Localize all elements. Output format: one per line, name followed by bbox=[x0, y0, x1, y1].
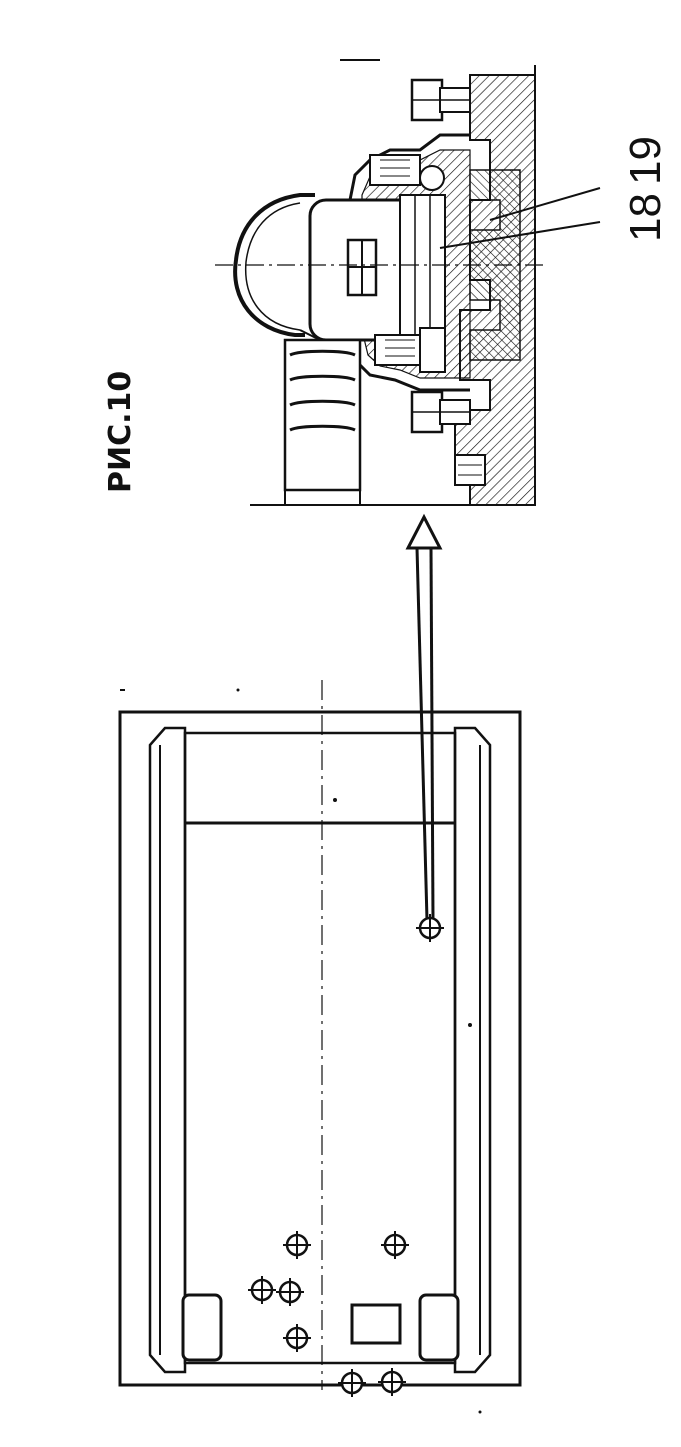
bolt-bottom-2 bbox=[410, 390, 471, 434]
end-block-right bbox=[418, 1293, 460, 1362]
bolt-top-2 bbox=[369, 154, 445, 191]
sensor-mark-1 bbox=[283, 1231, 311, 1259]
rail-right bbox=[453, 726, 492, 1374]
plan-outer-frame bbox=[118, 710, 522, 1387]
rail-left bbox=[148, 726, 187, 1374]
sensor-mark-main bbox=[416, 914, 444, 942]
plan-view bbox=[118, 680, 522, 1414]
callout-19: 19 bbox=[621, 136, 670, 185]
leader-19 bbox=[489, 187, 601, 221]
callout-18: 18 bbox=[621, 193, 670, 242]
sensor-plate bbox=[399, 194, 446, 346]
sensor-mark-5 bbox=[283, 1324, 311, 1352]
cable bbox=[283, 329, 362, 505]
sensor-mark-2 bbox=[381, 1231, 409, 1259]
sensor-mark-4 bbox=[276, 1278, 304, 1306]
end-block-left bbox=[181, 1293, 223, 1362]
dome-cap bbox=[233, 193, 315, 337]
terminal-box bbox=[350, 1303, 402, 1345]
leader-18 bbox=[439, 221, 601, 249]
sensor-mark-3 bbox=[248, 1276, 276, 1304]
reference-arrow bbox=[405, 513, 443, 921]
sensor-mark-6 bbox=[378, 1368, 406, 1396]
sensor-mark-7 bbox=[338, 1369, 366, 1397]
bolt-bottom-1 bbox=[374, 327, 446, 373]
bolt-bottom-3 bbox=[454, 454, 486, 486]
bolt-top-1 bbox=[410, 78, 471, 122]
section-detail-view bbox=[215, 59, 601, 506]
figure-title: РИС.10 bbox=[103, 371, 138, 493]
platform bbox=[183, 731, 457, 1365]
